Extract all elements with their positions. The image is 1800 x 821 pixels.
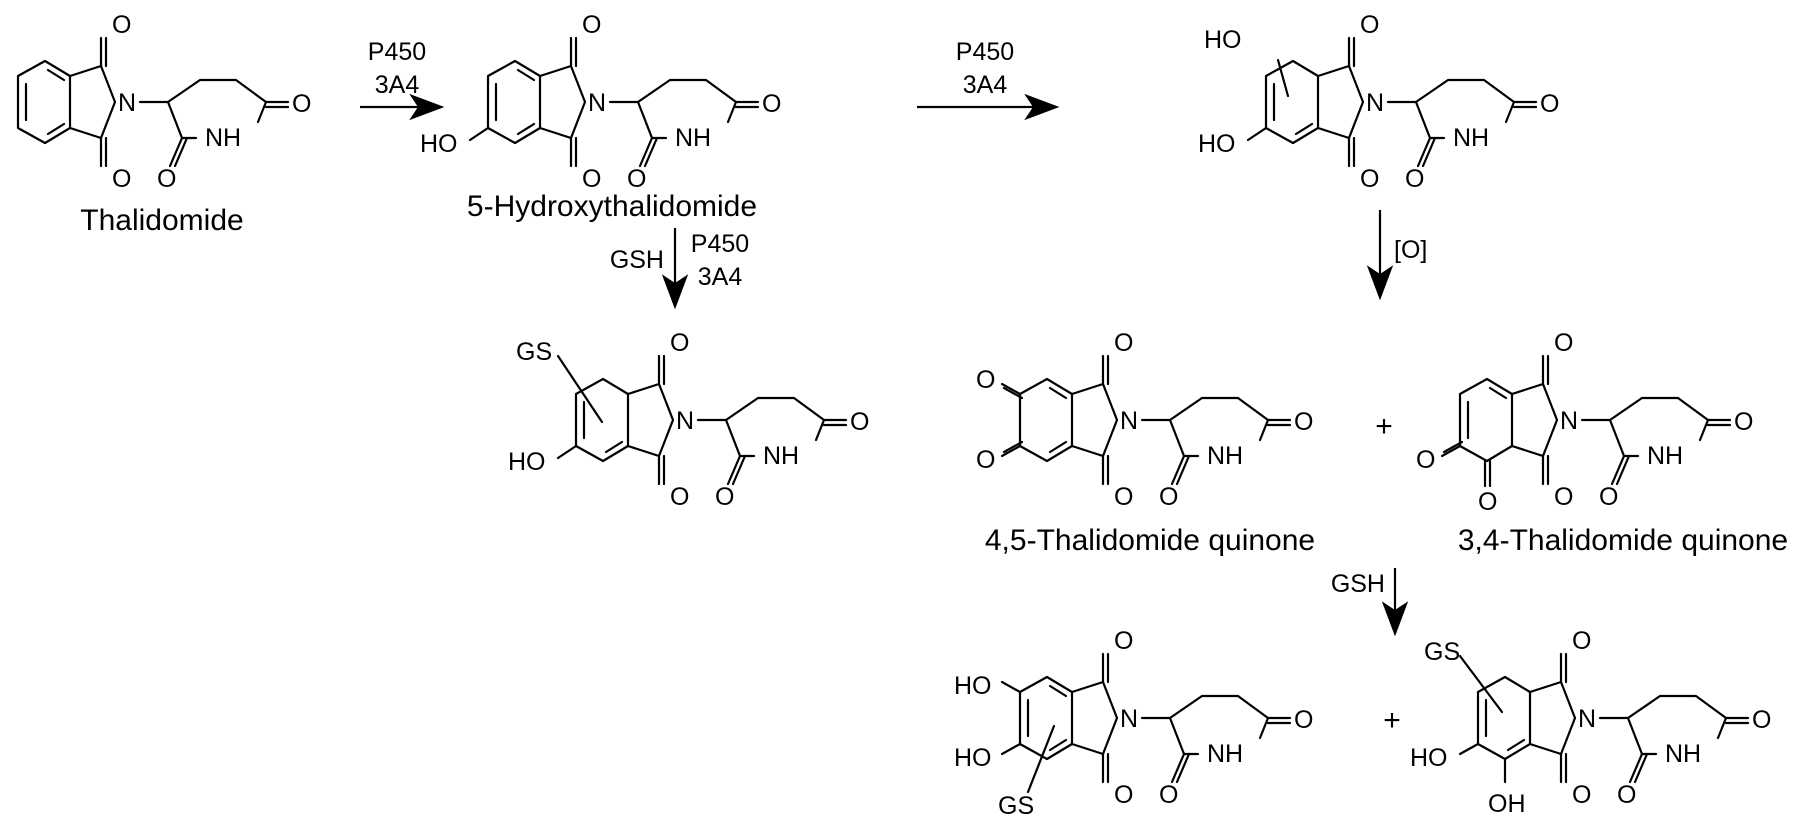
arrow-p450-2: P450 3A4 — [917, 38, 1060, 121]
atom-nh: NH — [1453, 124, 1489, 152]
atom-o: O — [715, 483, 734, 511]
arrow-label-isoform: 3A4 — [375, 71, 420, 99]
atom-ho: HO — [508, 448, 546, 476]
atom-o: O — [1360, 11, 1379, 39]
atom-o: O — [1159, 483, 1178, 511]
arrow-label-reagent: GSH — [1331, 570, 1385, 598]
atom-gs: GS — [998, 792, 1034, 820]
atom-n: N — [1120, 705, 1138, 733]
atom-o: O — [1752, 706, 1771, 734]
atom-o: O — [157, 165, 176, 193]
atom-gs: GS — [516, 338, 552, 366]
atom-o: O — [1114, 329, 1133, 357]
hydroxythalidomide-structure: HO O O N O NH O — [420, 11, 781, 193]
arrow-gsh: GSH — [1331, 568, 1409, 637]
atom-o: O — [1114, 781, 1133, 809]
atom-o: O — [1416, 446, 1435, 474]
atom-n: N — [1560, 407, 1578, 435]
arrow-p450-1: P450 3A4 — [360, 38, 445, 121]
atom-nh: NH — [1207, 740, 1243, 768]
atom-o: O — [1617, 781, 1636, 809]
atom-o: O — [1360, 165, 1379, 193]
atom-o: O — [670, 483, 689, 511]
atom-n: N — [1366, 89, 1384, 117]
atom-o: O — [1294, 706, 1313, 734]
atom-gs: GS — [1424, 638, 1460, 666]
atom-n: N — [1578, 705, 1596, 733]
dihydroxythalidomide-structure: HO HO O O N O NH O — [1198, 11, 1559, 193]
atom-o: O — [850, 408, 869, 436]
atom-o: O — [1478, 488, 1497, 516]
arrow-oxidation: [O] — [1366, 210, 1427, 301]
atom-o: O — [670, 329, 689, 357]
atom-n: N — [1120, 407, 1138, 435]
atom-o: O — [1405, 165, 1424, 193]
atom-o: O — [582, 11, 601, 39]
atom-nh: NH — [675, 124, 711, 152]
atom-nh: NH — [1647, 442, 1683, 470]
arrow-label-oxidant: [O] — [1394, 236, 1427, 264]
arrow-label-enzyme: P450 — [956, 38, 1014, 66]
atom-ho: HO — [420, 130, 458, 158]
atom-o: O — [1599, 483, 1618, 511]
arrow-label-reagent: GSH — [610, 246, 664, 274]
atom-o: O — [1572, 781, 1591, 809]
atom-o: O — [1554, 329, 1573, 357]
atom-o: O — [1540, 90, 1559, 118]
atom-ho: HO — [954, 672, 992, 700]
atom-nh: NH — [205, 124, 241, 152]
atom-o: O — [1572, 627, 1591, 655]
compound-name-34-quinone: 3,4-Thalidomide quinone — [1458, 524, 1788, 557]
arrow-label-isoform: 3A4 — [698, 263, 743, 291]
atom-n: N — [676, 407, 694, 435]
compound-name-45-quinone: 4,5-Thalidomide quinone — [985, 524, 1315, 557]
plus-sign: + — [1383, 704, 1401, 737]
atom-o: O — [582, 165, 601, 193]
gs-catechol-45-structure: HO HO GS O O N O NH O — [954, 627, 1313, 820]
atom-o: O — [112, 165, 131, 193]
atom-o: O — [976, 366, 995, 394]
arrow-gsh-p450: GSH P450 3A4 — [610, 228, 749, 310]
atom-ho: HO — [954, 744, 992, 772]
atom-nh: NH — [1665, 740, 1701, 768]
arrow-label-isoform: 3A4 — [963, 71, 1008, 99]
atom-ho: HO — [1204, 26, 1242, 54]
atom-o: O — [1159, 781, 1178, 809]
compound-name-thalidomide: Thalidomide — [80, 204, 243, 237]
quinone-34-structure: O O O O N O NH O — [1416, 329, 1753, 516]
plus-sign: + — [1375, 410, 1393, 443]
atom-n: N — [588, 89, 606, 117]
thalidomide-structure: O O N O NH O Thalidomide — [16, 11, 311, 237]
atom-o: O — [1114, 483, 1133, 511]
gs-catechol-34-structure: GS HO OH O O N O NH O — [1410, 627, 1771, 818]
atom-ho: HO — [1198, 130, 1236, 158]
arrow-label-enzyme: P450 — [691, 230, 749, 258]
arrow-label-enzyme: P450 — [368, 38, 426, 66]
atom-o: O — [112, 11, 131, 39]
compound-name-5-hydroxythalidomide: 5-Hydroxythalidomide — [467, 190, 757, 223]
atom-nh: NH — [1207, 442, 1243, 470]
atom-nh: NH — [763, 442, 799, 470]
atom-o: O — [1554, 483, 1573, 511]
atom-o: O — [1294, 408, 1313, 436]
gs-hydroxythalidomide-structure: GS HO O O N O NH O — [508, 329, 869, 511]
quinone-45-structure: O O O O N O NH O — [976, 329, 1313, 511]
atom-o: O — [976, 446, 995, 474]
atom-o: O — [1734, 408, 1753, 436]
atom-o: O — [292, 90, 311, 118]
atom-o: O — [1114, 627, 1133, 655]
atom-o: O — [762, 90, 781, 118]
atom-o: O — [627, 165, 646, 193]
atom-ho: HO — [1410, 744, 1448, 772]
atom-oh: OH — [1488, 790, 1526, 818]
atom-n: N — [118, 89, 136, 117]
